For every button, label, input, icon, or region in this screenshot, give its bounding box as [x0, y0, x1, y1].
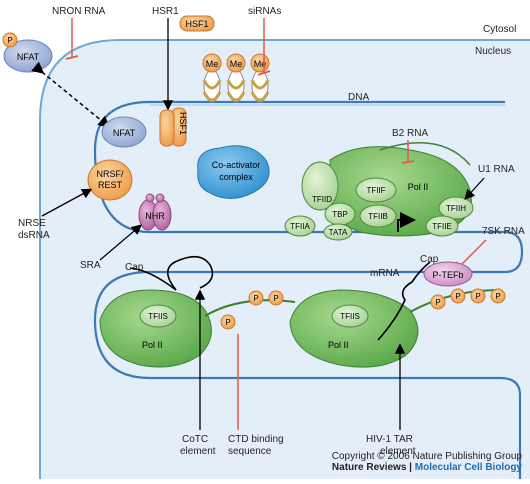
ctd-line1: CTD binding: [228, 434, 284, 445]
p-label-c2c: P: [475, 292, 480, 301]
elongation-complex-1: TFIIS Pol II P P P: [99, 255, 296, 368]
pol2-label-1: Pol II: [142, 340, 163, 350]
nucleosome-3: Me: [250, 53, 270, 103]
pol2-label-pic: Pol II: [408, 182, 429, 192]
p-label-c2d: P: [495, 292, 500, 301]
cap-label-1: Cap: [125, 262, 144, 273]
nfat-label-nuc: NFAT: [113, 128, 136, 138]
p-label-c1a: P: [225, 318, 230, 327]
tfiid-label: TFIID: [312, 195, 332, 204]
nucleosome-1: Me: [202, 53, 222, 103]
nucleus-region: [40, 40, 530, 479]
nrsf-line2: REST: [98, 180, 123, 190]
pol2-label-2: Pol II: [328, 340, 349, 350]
p-label-c2a: P: [435, 298, 440, 307]
nfat-label-cyto: NFAT: [17, 52, 40, 62]
coactivator-line2: complex: [219, 172, 253, 182]
hsr1-label: HSR1: [152, 6, 179, 17]
7sk-rna-label: 7SK RNA: [482, 226, 525, 237]
hsf1-label-top: HSF1: [185, 19, 208, 29]
nrse-label: NRSE: [18, 218, 46, 229]
dsrna-label: dsRNA: [18, 230, 50, 241]
nhr-label: NHR: [145, 211, 165, 221]
p-label-nfat: P: [7, 36, 12, 45]
me-label-2: Me: [230, 59, 243, 69]
tata-label: TATA: [329, 228, 348, 237]
nhr: NHR: [138, 193, 172, 231]
me-label-1: Me: [206, 59, 219, 69]
tfiia-label: TFIIA: [290, 222, 310, 231]
journal-name: Nature Reviews: [331, 462, 407, 473]
nucleosome-2: Me: [226, 53, 246, 103]
journal-line: Nature Reviews | Molecular Cell Biology: [332, 462, 522, 473]
u1-rna-label: U1 RNA: [478, 164, 515, 175]
coactivator-line1: Co-activator: [212, 160, 261, 170]
nron-rna-label: NRON RNA: [52, 6, 106, 17]
sirnas-label: siRNAs: [248, 6, 281, 17]
tfiif-label: TFIIF: [366, 186, 385, 195]
tfiie-label: TFIIE: [432, 222, 452, 231]
me-label-3: Me: [254, 59, 267, 69]
cap-label-2: Cap: [420, 254, 439, 265]
p-label-c1b: P: [253, 294, 258, 303]
tbp-label: TBP: [332, 210, 348, 219]
copyright-text: Copyright © 2006 Nature Publishing Group: [331, 451, 522, 462]
p-label-c2b: P: [455, 292, 460, 301]
nrsf-line1: NRSF/: [97, 169, 124, 179]
coactivator-complex: Co-activator complex: [197, 145, 270, 199]
tfiis-label-1: TFIIS: [148, 312, 168, 321]
sra-label: SRA: [80, 260, 101, 271]
hsf1-label-bound: HSF1: [178, 112, 188, 135]
cotc-line2: element: [180, 446, 216, 457]
nrsf-rest: NRSF/ REST: [87, 159, 133, 201]
hsf1-bound: HSF1: [159, 107, 188, 147]
hsf1-cytosolic: HSF1: [179, 15, 215, 32]
hiv-tar-line2: element: [380, 446, 416, 457]
mrna-label: mRNA: [370, 268, 400, 279]
tfiib-label: TFIIB: [368, 212, 388, 221]
tfiih-label: TFIIH: [446, 204, 466, 213]
hiv-tar-line1: HIV-1 TAR: [366, 434, 413, 445]
footer: Copyright © 2006 Nature Publishing Group…: [332, 451, 522, 473]
journal-separator: |: [406, 462, 415, 473]
elongation-complex-2: TFIIS Pol II P P P P P-TEFb: [289, 261, 506, 368]
dna-strand: [93, 100, 524, 479]
cotc-line1: CoTC: [182, 434, 208, 445]
dna-label: DNA: [348, 92, 369, 103]
p-label-c1c: P: [273, 294, 278, 303]
nfat-cytosolic: NFAT P: [2, 32, 53, 73]
preinitiation-complex: Pol II TFIID TFIIF TBP TFIIB TFIIH TFIIA…: [284, 141, 474, 241]
tfiis-label-2: TFIIS: [340, 312, 360, 321]
ptefb-label: P-TEFb: [432, 270, 463, 280]
ctd-line2: sequence: [228, 446, 272, 457]
nfat-nuclear: NFAT: [101, 116, 147, 148]
cytosol-label: Cytosol: [483, 24, 516, 35]
nucleus-label: Nucleus: [475, 46, 511, 57]
b2-rna-label: B2 RNA: [392, 128, 428, 139]
nfat-shuttle-arrow: [31, 61, 111, 128]
journal-section: Molecular Cell Biology: [414, 462, 522, 473]
